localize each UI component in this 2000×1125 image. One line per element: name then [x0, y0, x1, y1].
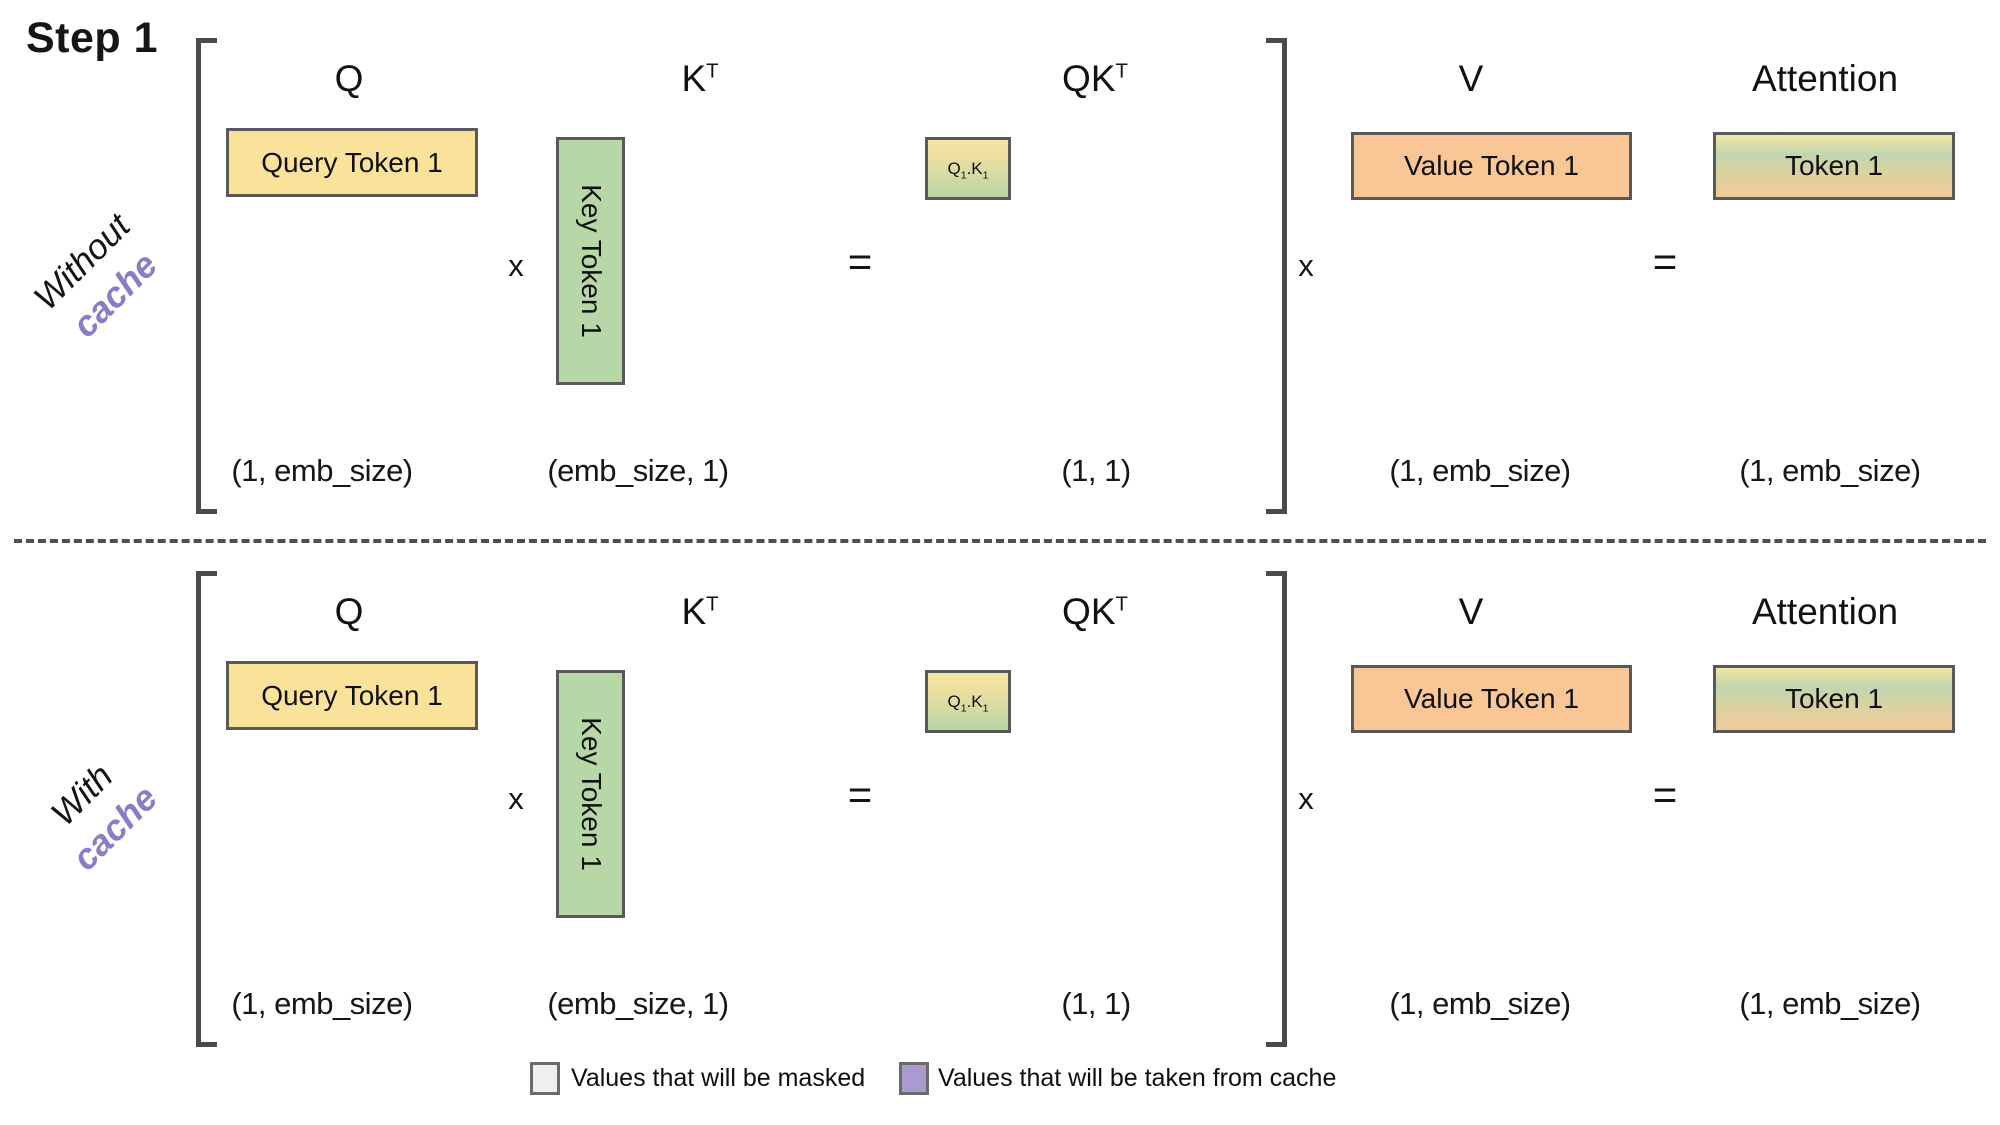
- qk-sub-2: 1: [982, 168, 989, 181]
- legend-masked-swatch: [530, 1062, 560, 1095]
- attention-token-box: Token 1: [1713, 132, 1955, 200]
- qk-label-base: QK: [1062, 591, 1116, 632]
- qk-text-k: .K: [966, 158, 983, 178]
- qk-text-k: .K: [966, 691, 983, 711]
- qk-transpose-column-label: QKT: [995, 585, 1195, 639]
- legend-masked-label: Values that will be masked: [571, 1064, 866, 1092]
- qk-product-box-label: Q1.K1: [947, 158, 989, 181]
- key-token-box: Key Token 1: [556, 670, 625, 918]
- row-without-cache: Without cache Q KT QKT V Attention Query…: [0, 0, 2000, 533]
- qk-sub-1: 1: [960, 168, 967, 181]
- multiply-operator: x: [508, 248, 524, 283]
- k-dimension-label: (emb_size, 1): [547, 986, 729, 1021]
- key-token-box-label: Key Token 1: [575, 717, 607, 871]
- q-column-label: Q: [334, 591, 364, 632]
- legend-cache-label: Values that will be taken from cache: [938, 1064, 1337, 1092]
- k-transpose-column-label: KT: [600, 585, 800, 639]
- q-dimension-label: (1, emb_size): [231, 453, 413, 488]
- qk-label-base: QK: [1062, 58, 1116, 99]
- matrix-bracket-right: [1266, 38, 1287, 514]
- equals-operator: =: [1652, 238, 1678, 285]
- equals-operator: =: [1652, 771, 1678, 818]
- attention-token-box: Token 1: [1713, 665, 1955, 733]
- qk-text-q: Q: [947, 691, 961, 711]
- k-dimension-label: (emb_size, 1): [547, 453, 729, 488]
- query-token-box: Query Token 1: [226, 661, 478, 730]
- query-token-box: Query Token 1: [226, 128, 478, 197]
- v-dimension-label: (1, emb_size): [1389, 986, 1571, 1021]
- matrix-bracket-left: [196, 571, 217, 1047]
- qk-dimension-label: (1, 1): [1061, 453, 1131, 488]
- v-column-label: V: [1458, 591, 1484, 632]
- dashed-divider: [14, 539, 1986, 543]
- qk-transpose-column-label: QKT: [995, 52, 1195, 106]
- matrix-bracket-right: [1266, 571, 1287, 1047]
- k-label-base: K: [681, 591, 707, 632]
- attention-column-label: Attention: [1751, 58, 1899, 99]
- v-dimension-label: (1, emb_size): [1389, 453, 1571, 488]
- attention-column-label: Attention: [1751, 591, 1899, 632]
- legend-cache-swatch: [899, 1062, 929, 1095]
- q-column-label: Q: [334, 58, 364, 99]
- matrix-bracket-left: [196, 38, 217, 514]
- row-side-label-without-cache: Without cache: [2, 182, 207, 387]
- equals-operator: =: [847, 771, 873, 818]
- k-label-base: K: [681, 58, 707, 99]
- value-token-box: Value Token 1: [1351, 665, 1632, 733]
- multiply-operator: x: [508, 781, 524, 816]
- k-transpose-column-label: KT: [600, 52, 800, 106]
- row-with-cache: With cache Q KT QKT V Attention Query To…: [0, 533, 2000, 1066]
- qk-sub-2: 1: [982, 701, 989, 714]
- equals-operator: =: [847, 238, 873, 285]
- attention-dimension-label: (1, emb_size): [1739, 453, 1921, 488]
- qk-product-box-label: Q1.K1: [947, 691, 989, 714]
- qk-product-box: Q1.K1: [925, 670, 1011, 733]
- k-label-superscript: T: [706, 60, 719, 83]
- key-token-box-label: Key Token 1: [575, 184, 607, 338]
- qk-product-box: Q1.K1: [925, 137, 1011, 200]
- q-dimension-label: (1, emb_size): [231, 986, 413, 1021]
- key-token-box: Key Token 1: [556, 137, 625, 385]
- value-token-box: Value Token 1: [1351, 132, 1632, 200]
- multiply-operator: x: [1298, 781, 1314, 816]
- qk-label-superscript: T: [1115, 593, 1128, 616]
- k-label-superscript: T: [706, 593, 719, 616]
- qk-sub-1: 1: [960, 701, 967, 714]
- v-column-label: V: [1458, 58, 1484, 99]
- qk-label-superscript: T: [1115, 60, 1128, 83]
- multiply-operator: x: [1298, 248, 1314, 283]
- attention-dimension-label: (1, emb_size): [1739, 986, 1921, 1021]
- row-side-label-with-cache: With cache: [2, 715, 207, 920]
- qk-dimension-label: (1, 1): [1061, 986, 1131, 1021]
- qk-text-q: Q: [947, 158, 961, 178]
- page-title: Step 1: [26, 14, 159, 62]
